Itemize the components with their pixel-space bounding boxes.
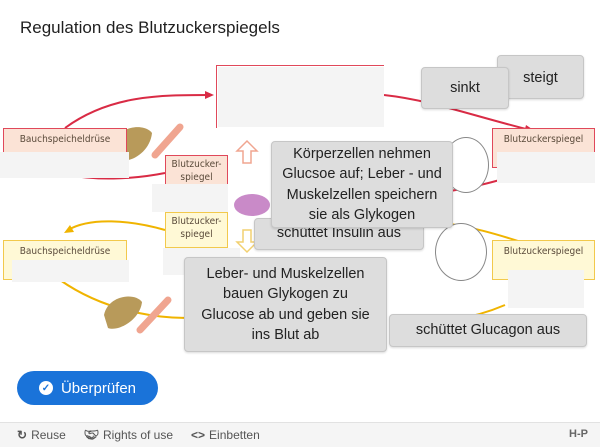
drop-zone-bz-small-top[interactable] bbox=[152, 184, 228, 212]
check-circle-icon: ✓ bbox=[38, 381, 53, 395]
arrow-up-icon bbox=[235, 139, 259, 164]
drop-zone-bz-right-bottom[interactable] bbox=[508, 270, 584, 308]
label-bz-small-bottom: Blutzucker-spiegel bbox=[165, 212, 228, 248]
drop-zone-top[interactable] bbox=[218, 67, 384, 127]
running-person-icon bbox=[435, 223, 487, 281]
reuse-label: Reuse bbox=[31, 428, 66, 442]
draggable-steigt[interactable]: steigt bbox=[497, 55, 584, 99]
check-button[interactable]: ✓ Überprüfen bbox=[17, 371, 158, 405]
draggable-koerperzellen[interactable]: Körperzellen nehmen Glucsoe auf; Leber -… bbox=[271, 141, 453, 228]
draggable-glucagon[interactable]: schüttet Glucagon aus bbox=[389, 314, 587, 347]
rights-label: Rights of use bbox=[102, 428, 174, 442]
label-bz-small-top: Blutzucker-spiegel bbox=[165, 155, 228, 187]
pancreas-icon bbox=[234, 194, 270, 216]
yellow-arrow-back bbox=[67, 220, 166, 231]
muscle-icon-bottom bbox=[136, 296, 172, 334]
code-icon: <> bbox=[191, 428, 206, 442]
red-arrow-top bbox=[64, 94, 211, 129]
check-button-label: Überprüfen bbox=[60, 379, 137, 397]
muscle-icon-top bbox=[151, 123, 184, 159]
handshake-icon: 🤝︎ bbox=[83, 428, 99, 442]
drop-zone-pancreas-bottom[interactable] bbox=[12, 260, 129, 282]
embed-link[interactable]: <>Einbetten bbox=[191, 428, 260, 442]
label-pancreas-top: Bauchspeicheldrüse bbox=[3, 128, 127, 154]
drop-zone-pancreas-top[interactable] bbox=[0, 152, 129, 178]
draggable-leber[interactable]: Leber- und Muskelzellen bauen Glykogen z… bbox=[184, 257, 387, 352]
reuse-icon: ↻ bbox=[17, 428, 28, 442]
arrow-down-icon bbox=[235, 229, 259, 254]
liver-icon-bottom bbox=[104, 296, 142, 329]
draggable-sinkt[interactable]: sinkt bbox=[421, 67, 509, 109]
embed-label: Einbetten bbox=[209, 428, 260, 442]
h5p-logo[interactable]: H-P bbox=[569, 428, 588, 440]
page-title: Regulation des Blutzuckerspiegels bbox=[20, 18, 280, 37]
reuse-link[interactable]: ↻Reuse bbox=[17, 428, 66, 442]
rights-link[interactable]: 🤝︎Rights of use bbox=[84, 428, 173, 442]
footer: ↻Reuse 🤝︎Rights of use <>Einbetten H-P bbox=[0, 422, 600, 447]
drop-zone-bz-right-top[interactable] bbox=[497, 152, 595, 183]
